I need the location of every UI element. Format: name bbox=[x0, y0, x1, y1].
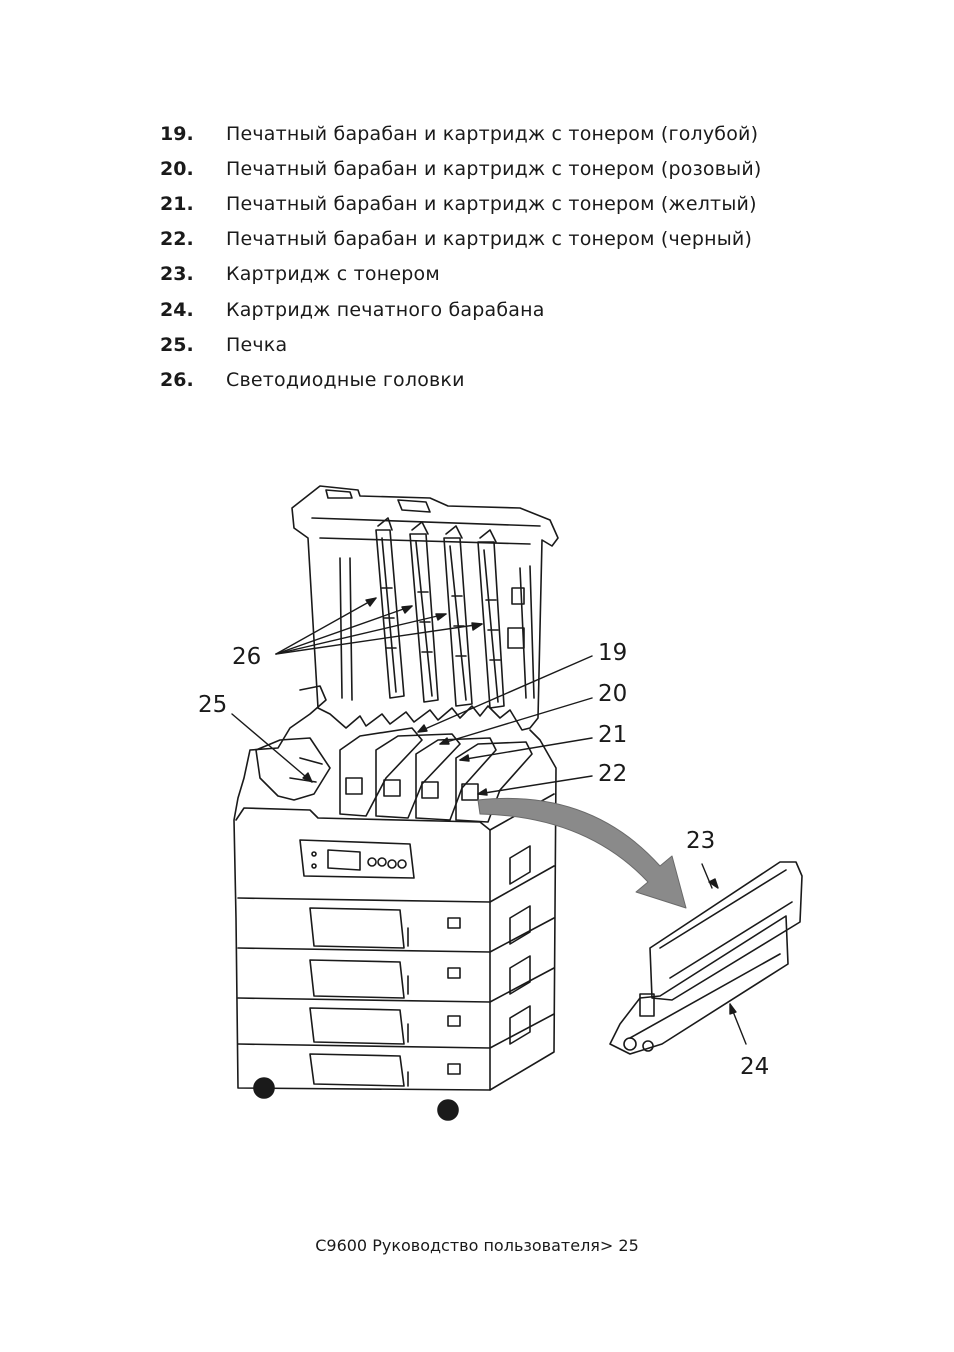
legend-text: Печатный барабан и картридж с тонером (ч… bbox=[226, 228, 753, 251]
legend-text: Картридж печатного барабана bbox=[226, 298, 545, 321]
legend-number: 25. bbox=[160, 333, 194, 356]
fuser-unit bbox=[255, 737, 331, 801]
callout-19: 19 bbox=[598, 640, 627, 666]
legend-item: 25. Печка bbox=[160, 327, 761, 362]
legend-text: Печатный барабан и картридж с тонером (ж… bbox=[226, 192, 757, 215]
callout-21: 21 bbox=[598, 722, 627, 748]
legend-item: 22. Печатный барабан и картридж с тонером… bbox=[160, 222, 761, 257]
legend-item: 24. Картридж печатного барабана bbox=[160, 292, 761, 327]
callout-25: 25 bbox=[198, 692, 227, 718]
legend-text: Светодиодные головки bbox=[226, 368, 465, 391]
legend-number: 21. bbox=[160, 192, 194, 215]
callout-24: 24 bbox=[740, 1054, 769, 1080]
legend-number: 23. bbox=[160, 263, 194, 286]
callout-20: 20 bbox=[598, 681, 627, 707]
led-heads bbox=[375, 517, 505, 709]
removed-cartridge bbox=[609, 861, 803, 1055]
callout-leaders bbox=[231, 597, 747, 1045]
legend-number: 20. bbox=[160, 157, 194, 180]
legend-number: 26. bbox=[160, 368, 194, 391]
printer-body bbox=[233, 685, 557, 1121]
callout-23: 23 bbox=[686, 828, 715, 854]
legend-item: 20. Печатный барабан и картридж с тонером… bbox=[160, 151, 761, 186]
legend-number: 22. bbox=[160, 228, 194, 251]
legend-number: 24. bbox=[160, 298, 194, 321]
printer-illustration: 26 25 19 20 21 22 23 24 bbox=[190, 478, 830, 1128]
page-footer: C9600 Руководство пользователя> 25 bbox=[315, 1236, 639, 1255]
legend-text: Картридж с тонером bbox=[226, 263, 440, 286]
legend-item: 26. Светодиодные головки bbox=[160, 362, 761, 397]
legend-list: 19. Печатный барабан и картридж с тонером… bbox=[160, 116, 761, 398]
legend-item: 21. Печатный барабан и картридж с тонером… bbox=[160, 186, 761, 221]
legend-item: 19. Печатный барабан и картридж с тонером… bbox=[160, 116, 761, 151]
removal-arrow bbox=[477, 797, 687, 909]
legend-item: 23. Картридж с тонером bbox=[160, 257, 761, 292]
legend-text: Печатный барабан и картридж с тонером (г… bbox=[226, 122, 759, 145]
printer-diagram: 26 25 19 20 21 22 23 24 bbox=[198, 485, 803, 1121]
open-top-cover bbox=[291, 485, 559, 731]
legend-number: 19. bbox=[160, 122, 194, 145]
legend-text: Печка bbox=[226, 333, 288, 356]
callout-22: 22 bbox=[598, 761, 627, 787]
legend-text: Печатный барабан и картридж с тонером (р… bbox=[226, 157, 762, 180]
callout-26: 26 bbox=[232, 644, 261, 670]
control-panel bbox=[299, 839, 415, 879]
